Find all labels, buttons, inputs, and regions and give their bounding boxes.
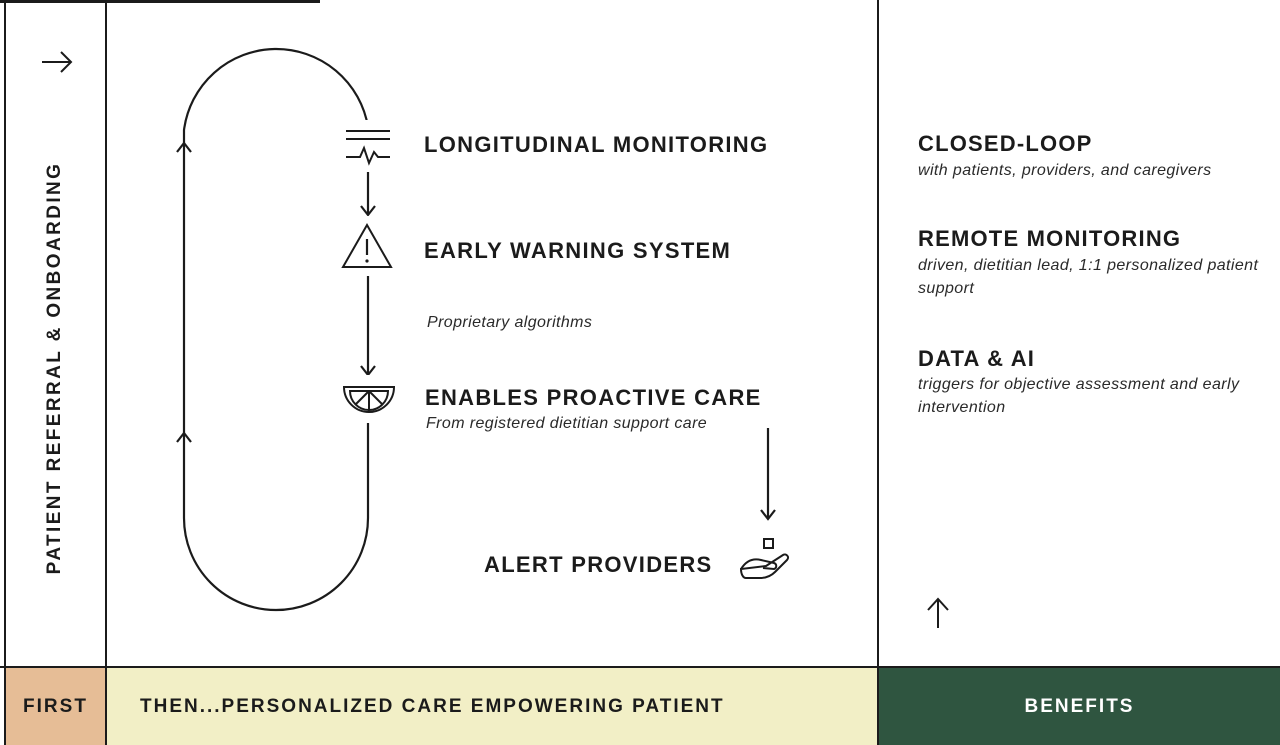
step-note-dietitian: From registered dietitian support care bbox=[426, 415, 708, 432]
loop-up-arrow bbox=[176, 141, 192, 153]
arrow-up-icon bbox=[927, 597, 949, 628]
benefit-desc-data-ai: triggers for objective assessment and ea… bbox=[918, 376, 1240, 416]
benefit-title-remote-monitoring: REMOTE MONITORING bbox=[918, 226, 1182, 251]
benefit-desc-closed-loop: with patients, providers, and caregivers bbox=[918, 162, 1212, 179]
loop-up-arrow bbox=[176, 431, 192, 443]
connector-arrow bbox=[360, 276, 376, 377]
footer-divider bbox=[0, 666, 1280, 668]
step-early-warning-system: EARLY WARNING SYSTEM bbox=[424, 238, 732, 263]
citrus-slice-icon bbox=[332, 375, 398, 423]
hand-sparkle-icon bbox=[739, 538, 790, 579]
sidebar-divider bbox=[105, 0, 107, 745]
care-loop-path bbox=[182, 47, 370, 612]
footer-benefits: BENEFITS bbox=[879, 668, 1280, 745]
top-accent-bar bbox=[0, 0, 320, 3]
step-alert-providers: ALERT PROVIDERS bbox=[484, 552, 713, 577]
connector-arrow bbox=[760, 428, 776, 521]
footer-first-label: FIRST bbox=[23, 695, 88, 717]
footer-then: THEN...PERSONALIZED CARE EMPOWERING PATI… bbox=[107, 668, 877, 745]
connector-arrow bbox=[360, 172, 376, 217]
step-note-algorithms: Proprietary algorithms bbox=[427, 314, 593, 331]
step-longitudinal-monitoring: LONGITUDINAL MONITORING bbox=[424, 132, 769, 157]
footer-benefits-label: BENEFITS bbox=[1024, 695, 1135, 717]
heartbeat-monitor-icon bbox=[338, 120, 396, 172]
benefit-title-closed-loop: CLOSED-LOOP bbox=[918, 131, 1093, 156]
left-border bbox=[4, 0, 6, 745]
step-enables-proactive-care: ENABLES PROACTIVE CARE bbox=[425, 385, 762, 410]
arrow-right-icon bbox=[42, 51, 73, 73]
footer-first: FIRST bbox=[6, 668, 105, 745]
benefit-title-data-ai: DATA & AI bbox=[918, 346, 1036, 371]
warning-triangle-icon bbox=[330, 216, 396, 274]
benefit-desc-remote-monitoring: driven, dietitian lead, 1:1 personalized… bbox=[918, 257, 1259, 297]
footer-then-label: THEN...PERSONALIZED CARE EMPOWERING PATI… bbox=[140, 695, 725, 717]
benefits-divider bbox=[877, 0, 879, 745]
